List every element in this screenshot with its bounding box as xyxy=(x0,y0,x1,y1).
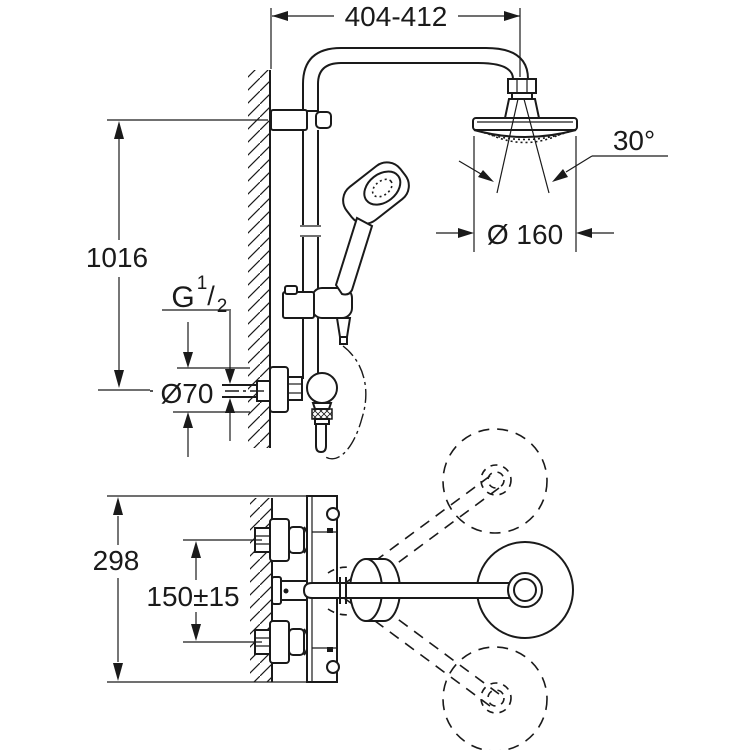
swivel-range-dashed xyxy=(327,428,548,750)
supply-union-bottom xyxy=(254,620,310,664)
dim-lower-height: 298 xyxy=(93,497,140,681)
dim-rail-height-label: 1016 xyxy=(86,242,148,273)
dim-connection-spacing-label: 150±15 xyxy=(146,581,239,612)
dim-spray-angle-label: 30° xyxy=(613,125,655,156)
thread-denominator: 2 xyxy=(217,296,228,317)
hand-shower xyxy=(282,161,410,460)
hose-connector xyxy=(335,317,352,338)
dim-head-diameter-label: Ø 160 xyxy=(487,219,563,250)
dim-spray-angle: 30° xyxy=(458,125,668,182)
rail-wall-bracket xyxy=(270,109,332,131)
hand-shower-handle xyxy=(334,216,374,296)
dim-top-width-label: 404-412 xyxy=(345,1,448,32)
dim-escutcheon-diameter: Ø70 xyxy=(150,322,268,457)
rail-slider-holder xyxy=(282,291,315,319)
dim-head-diameter: Ø 160 xyxy=(436,136,614,252)
head-shower xyxy=(472,78,578,144)
dim-lower-height-label: 298 xyxy=(93,545,140,576)
valve-knob xyxy=(306,372,338,404)
dim-rail-height: 1016 xyxy=(86,119,268,391)
supply-union-top xyxy=(254,518,310,562)
shower-hose-centerline xyxy=(323,345,367,460)
dim-thread: G 1 / 2 xyxy=(162,273,235,441)
dim-top-width: 404-412 xyxy=(270,1,521,77)
spray-angle-lines xyxy=(496,98,550,194)
swivel-arm xyxy=(302,577,512,604)
thread-numerator: 1 xyxy=(197,273,208,294)
dim-escutcheon-label: Ø70 xyxy=(161,378,214,409)
lower-view-plan: 298 150±15 xyxy=(93,428,574,750)
dim-connection-spacing: 150±15 xyxy=(146,539,262,643)
mid-wall-bracket xyxy=(271,576,307,605)
upper-view-front-elevation: 404-412 1016 G 1 / 2 xyxy=(86,1,668,460)
shower-rail xyxy=(300,130,321,379)
thermostat-valve xyxy=(222,366,338,454)
thread-letter: G xyxy=(171,281,194,314)
thread-slash: / xyxy=(207,281,215,311)
shower-arm-pipe xyxy=(302,47,530,112)
